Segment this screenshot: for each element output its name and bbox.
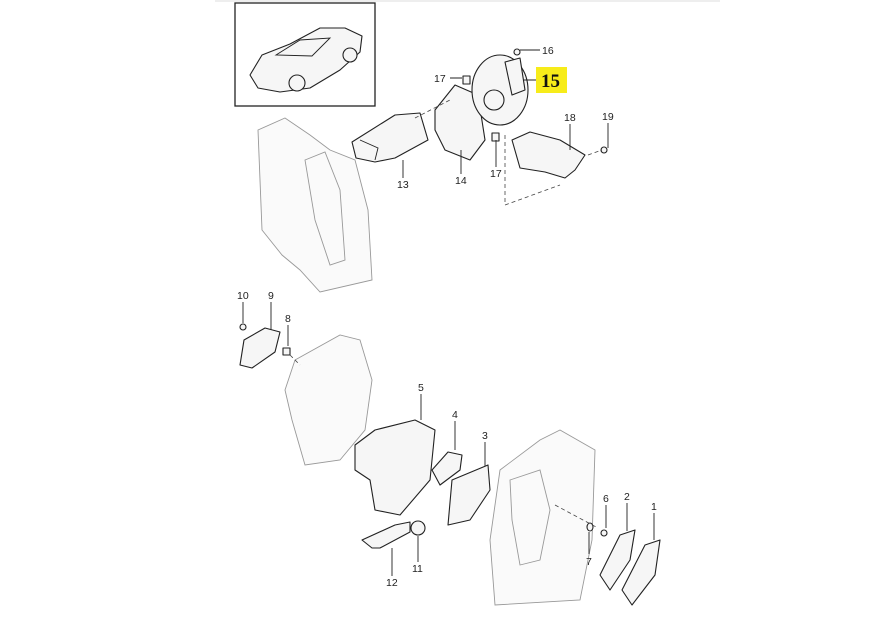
callout-13[interactable]: 13 xyxy=(397,179,409,191)
part-2-grille-frame xyxy=(599,529,636,591)
callout-18[interactable]: 18 xyxy=(564,112,576,124)
callout-6[interactable]: 6 xyxy=(603,493,609,505)
part-17-clip xyxy=(462,75,471,85)
callout-16[interactable]: 16 xyxy=(542,45,554,57)
callout-19[interactable]: 19 xyxy=(602,111,614,123)
part-1-grille xyxy=(621,539,661,606)
body-panel-middle xyxy=(284,334,373,466)
callout-15[interactable]: 15 xyxy=(541,71,560,92)
part-19-screw xyxy=(600,146,608,154)
highlight-box xyxy=(536,67,567,93)
part-6-screw xyxy=(600,529,608,537)
part-7-washer xyxy=(586,522,594,532)
callout-labels: 16 17 18 19 13 14 17 10 9 8 5 4 3 6 2 1 … xyxy=(237,45,657,589)
part-9-frame xyxy=(239,327,281,369)
callout-11[interactable]: 11 xyxy=(412,563,423,575)
part-17-clip-lower xyxy=(491,132,500,142)
callout-2[interactable]: 2 xyxy=(624,491,630,503)
part-3-plate xyxy=(447,464,491,526)
part-10-screw xyxy=(239,323,247,331)
callout-10[interactable]: 10 xyxy=(237,290,249,302)
callout-14[interactable]: 14 xyxy=(455,175,467,187)
callout-8[interactable]: 8 xyxy=(285,313,291,325)
part-13-air-duct xyxy=(351,112,429,163)
callout-1[interactable]: 1 xyxy=(651,501,657,513)
callout-12[interactable]: 12 xyxy=(386,577,398,589)
part-16-screw xyxy=(513,48,521,56)
part-14-housing xyxy=(434,84,486,161)
vehicle-thumbnail xyxy=(234,2,376,107)
callout-17[interactable]: 17 xyxy=(434,73,446,85)
callout-9[interactable]: 9 xyxy=(268,290,274,302)
part-18-bracket xyxy=(511,131,586,179)
part-11-grommet xyxy=(410,520,426,536)
part-8-grommet xyxy=(282,347,291,356)
part-4-seal xyxy=(431,451,463,486)
part-12-hose xyxy=(361,521,411,549)
callout-7[interactable]: 7 xyxy=(586,556,592,568)
callout-4[interactable]: 4 xyxy=(452,409,458,421)
callout-17-lower[interactable]: 17 xyxy=(490,168,502,180)
callout-5[interactable]: 5 xyxy=(418,382,424,394)
callout-3[interactable]: 3 xyxy=(482,430,488,442)
part-5-intake-housing xyxy=(354,419,436,516)
